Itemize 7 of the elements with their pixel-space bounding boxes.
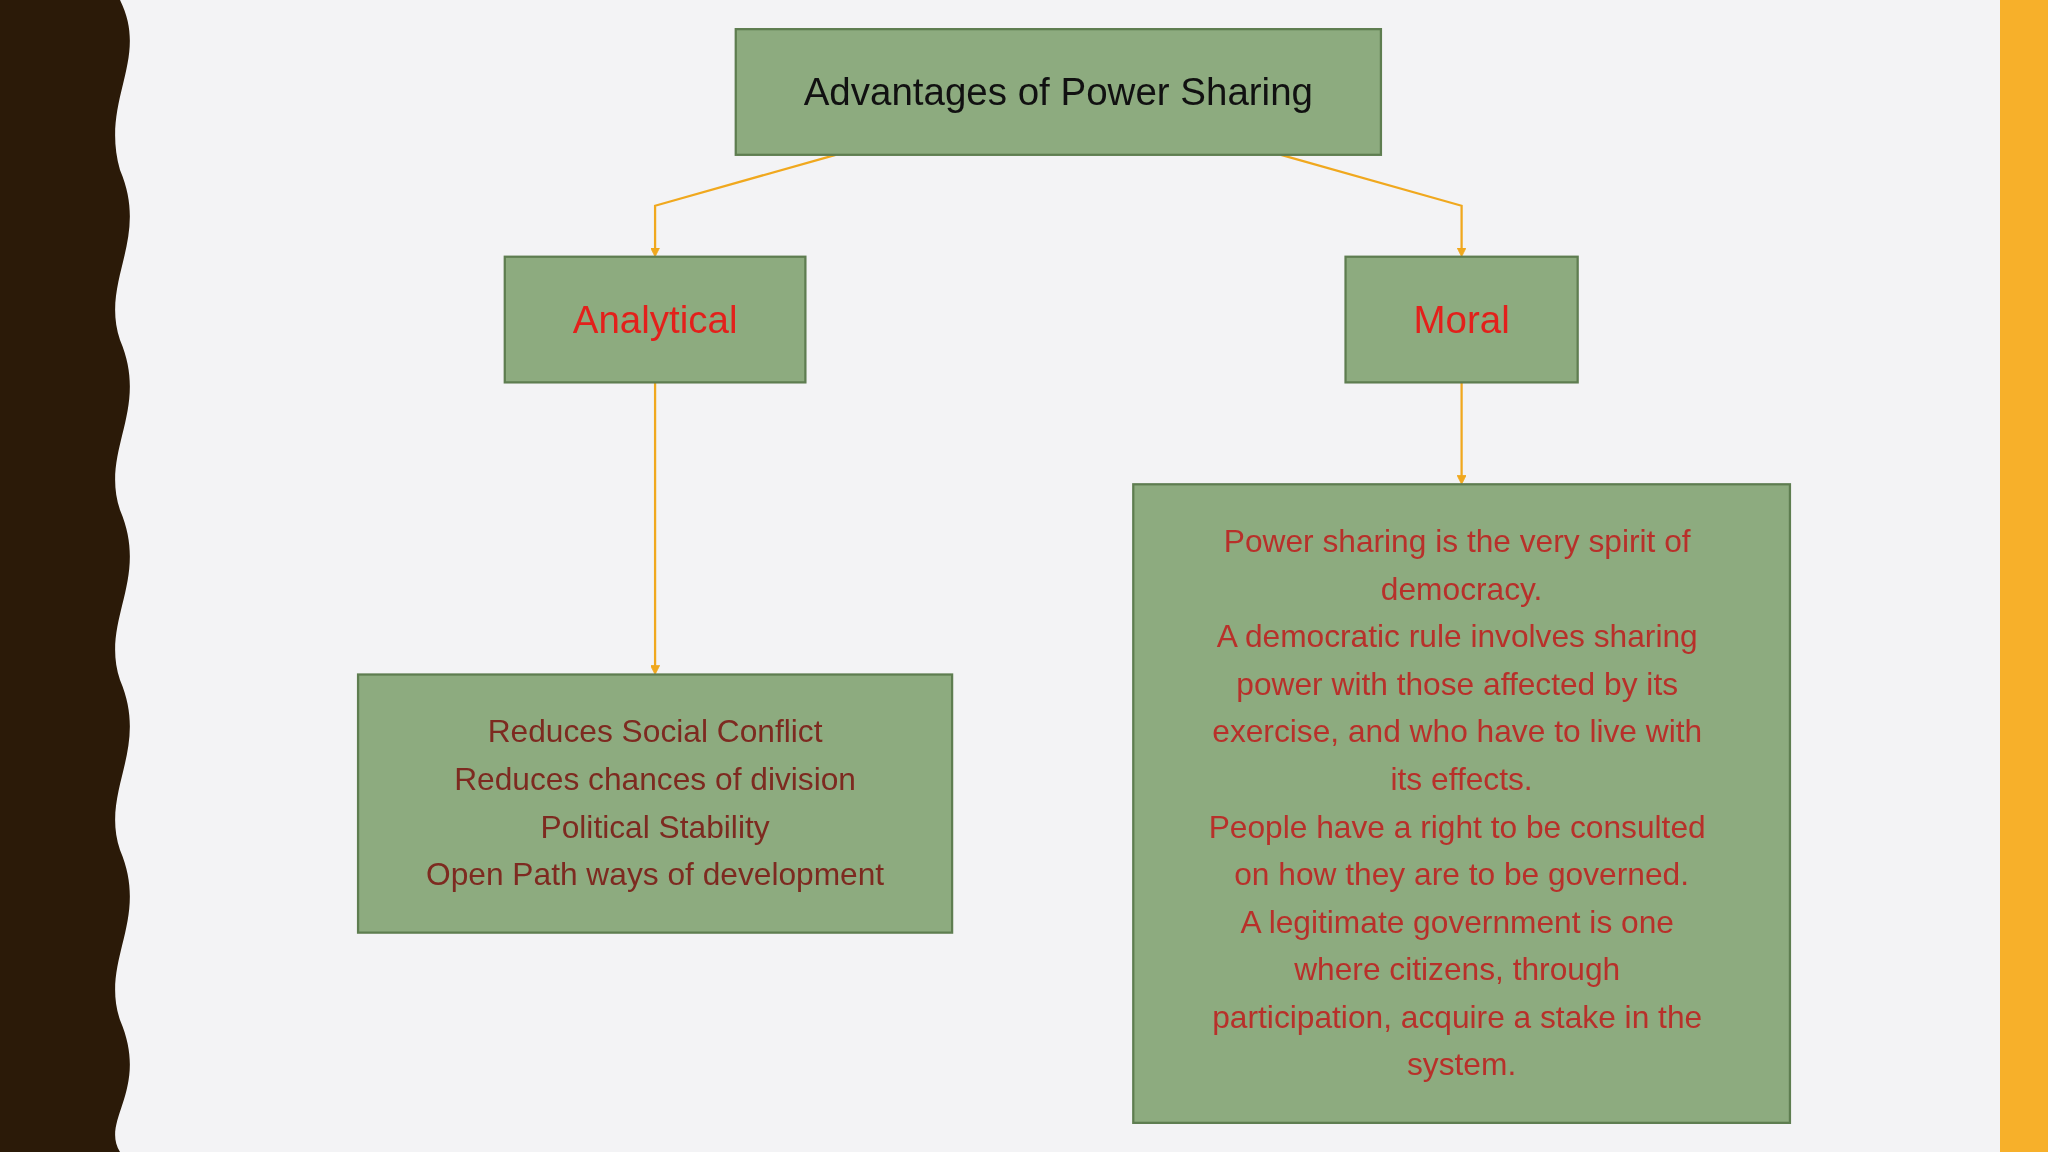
arrow bbox=[650, 382, 661, 675]
node-box: Analytical bbox=[503, 255, 807, 384]
node-box: Moral bbox=[1344, 255, 1579, 384]
node-box: Reduces Social Conflict Reduces chances of division Political Stability Open Path ways of development bbox=[356, 673, 954, 934]
node-box: Power sharing is the very spirit of democracy. A democratic rule involves sharing power with those affected by its exercise, and who have to live with its effects. People have a right to be consulted on how they are to be governed. A legitimate government is one where citizens, through participation, acquire a stake in the system. bbox=[1132, 483, 1792, 1124]
node-box: Advantages of Power Sharing bbox=[734, 28, 1383, 156]
arrow bbox=[1456, 382, 1467, 485]
